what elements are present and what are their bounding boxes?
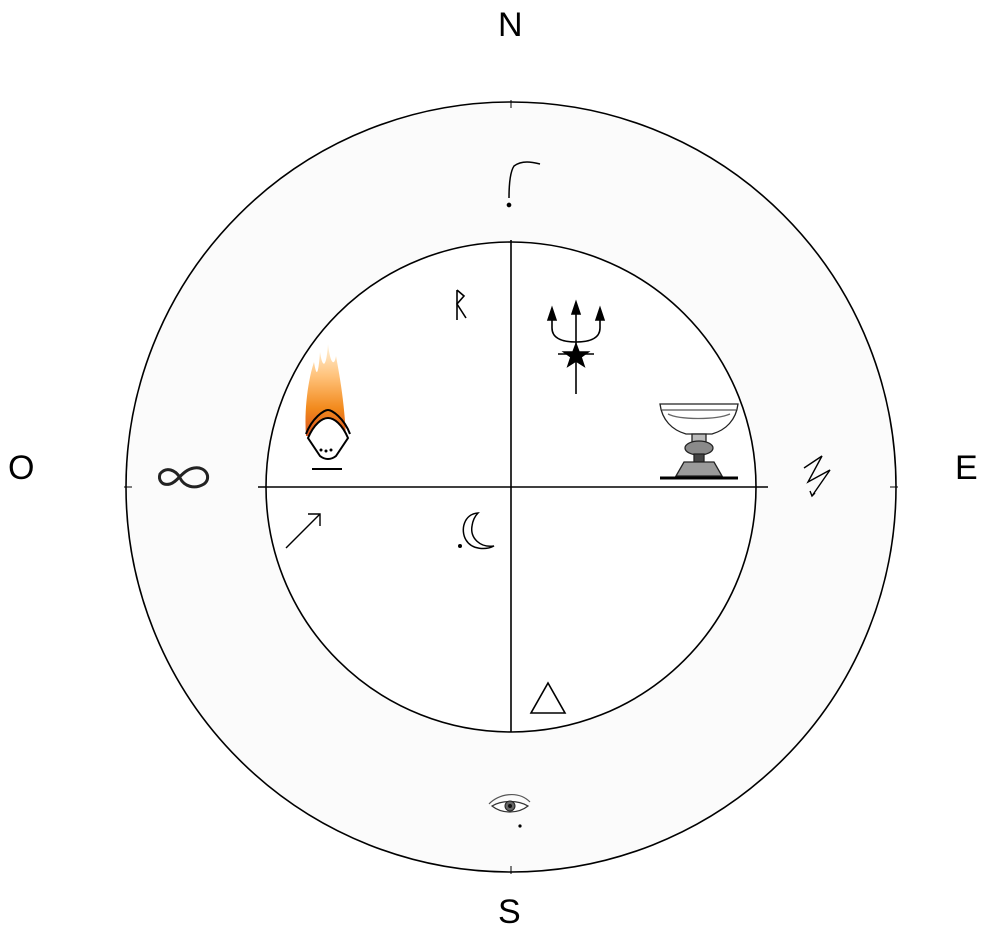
magic-circle-diagram (0, 0, 992, 941)
